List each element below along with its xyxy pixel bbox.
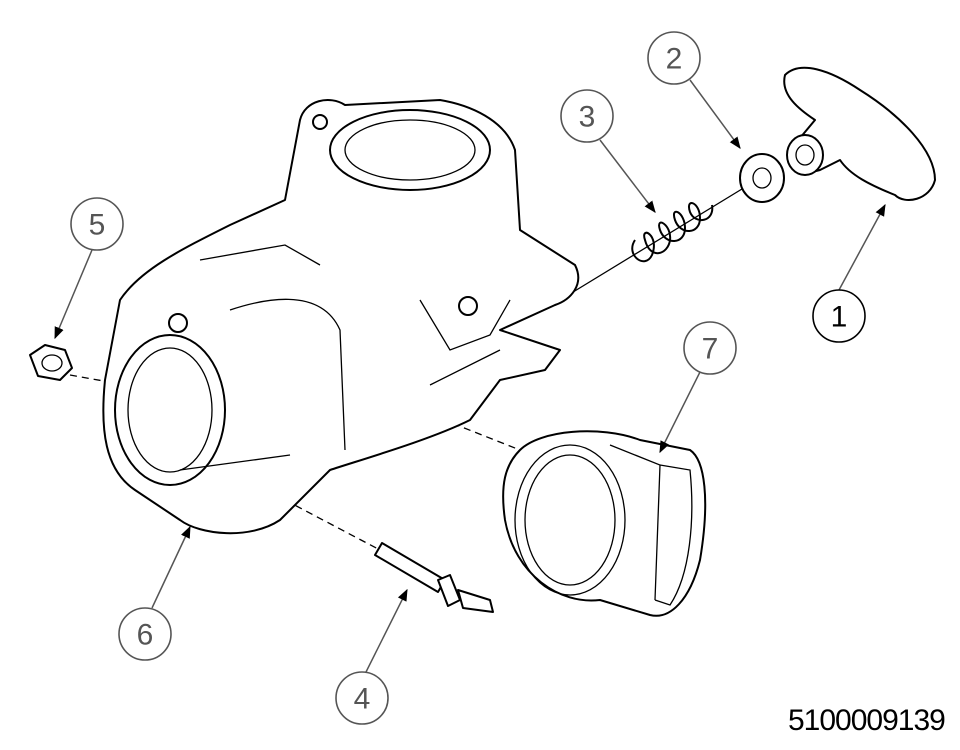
clamp-body-part [102, 99, 580, 535]
callout-1-label: 1 [831, 301, 848, 334]
pin-part [374, 542, 494, 613]
leader-line-6 [151, 525, 191, 609]
callout-2: 2 [647, 31, 701, 85]
wing-knob-part [783, 66, 936, 201]
callout-4-label: 4 [354, 683, 371, 716]
leader-line-7 [659, 371, 701, 454]
callout-6: 6 [118, 607, 172, 661]
callout-7: 7 [683, 321, 737, 375]
washer-part [739, 153, 785, 203]
sleeve-part [502, 430, 707, 617]
callout-2-label: 2 [666, 43, 683, 76]
hex-nut-part [29, 344, 73, 381]
callout-3-label: 3 [579, 101, 596, 134]
callout-5-label: 5 [89, 209, 106, 242]
callout-3: 3 [560, 89, 614, 143]
drawing-number: 5100009139 [788, 704, 946, 737]
leader-line-3 [599, 139, 656, 213]
axis-line-pin [284, 499, 381, 551]
leader-line-1 [838, 203, 886, 291]
callout-4: 4 [335, 671, 389, 725]
leader-line-5 [54, 249, 93, 340]
leader-line-2 [689, 79, 741, 149]
callout-6-label: 6 [137, 619, 154, 652]
callout-5: 5 [70, 197, 124, 251]
leader-line-4 [365, 588, 408, 673]
callout-7-label: 7 [702, 333, 719, 366]
spring-part [631, 202, 714, 263]
axis-line-knob [559, 177, 761, 301]
callout-1: 1 [812, 289, 866, 343]
